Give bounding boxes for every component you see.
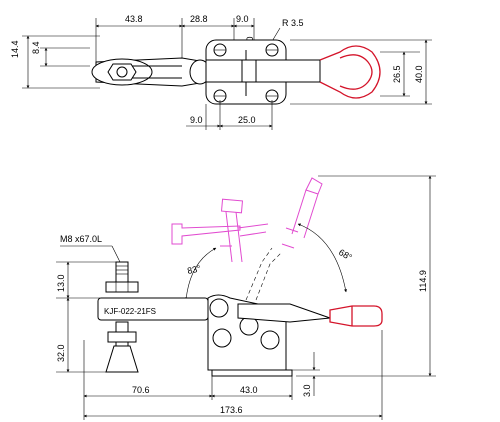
side-right-dimensions: 114.9 3.0 [292,175,436,397]
dim-43-0: 43.0 [240,385,258,395]
hex-nut-top [107,63,137,81]
thread-callout: M8 x67.0L [60,234,121,263]
dim-14-4: 14.4 [10,40,20,58]
side-left-dimensions: 13.0 32.0 [56,261,118,373]
phantom-open-position [171,198,269,263]
dim-9-0-bottom: 9.0 [190,115,203,125]
top-dimension-chain: 43.8 28.8 9.0 R 3.5 [95,14,304,68]
handle-open-position [245,177,323,301]
side-bottom-dimensions: 70.6 43.0 173.6 [83,330,383,420]
top-arm [91,57,211,87]
top-body [205,39,321,105]
side-arm: KJF-022-21FS [97,297,209,321]
angle-68: 68° [337,247,354,263]
dim-13-0: 13.0 [56,274,66,292]
dim-43-8: 43.8 [125,14,143,24]
dim-r-3-5: R 3.5 [282,18,304,28]
dim-173-6: 173.6 [220,405,243,415]
dim-26-5: 26.5 [392,65,402,83]
dim-3-0: 3.0 [302,384,312,397]
model-label: KJF-022-21FS [104,307,156,316]
dim-9-0-top: 9.0 [236,14,249,24]
dim-25-0: 25.0 [238,115,256,125]
dim-32-0: 32.0 [56,344,66,362]
spindle-bolt [115,261,129,283]
spindle-pad [105,345,139,373]
angle-markers: 83° 68° [184,223,354,301]
handle-closed [237,303,383,327]
dim-40-0: 40.0 [414,65,424,83]
dim-28-8: 28.8 [190,14,208,24]
thread-label: M8 x67.0L [60,234,102,244]
angle-83: 83° [186,263,202,276]
hex-nut-lower [107,331,137,343]
top-right-dimensions: 26.5 40.0 [290,39,432,105]
side-view: 83° 68° KJF-022-21FS [56,175,436,420]
top-handle [319,45,381,99]
spindle-assembly [105,261,139,373]
dim-70-6: 70.6 [132,385,150,395]
top-bottom-dimensions: 9.0 25.0 [186,100,273,130]
top-view: 43.8 28.8 9.0 R 3.5 14.4 8.4 7.0 [10,14,432,130]
dim-114-9: 114.9 [418,270,428,292]
dim-8-4: 8.4 [31,41,41,54]
hex-nut-upper [105,281,139,293]
